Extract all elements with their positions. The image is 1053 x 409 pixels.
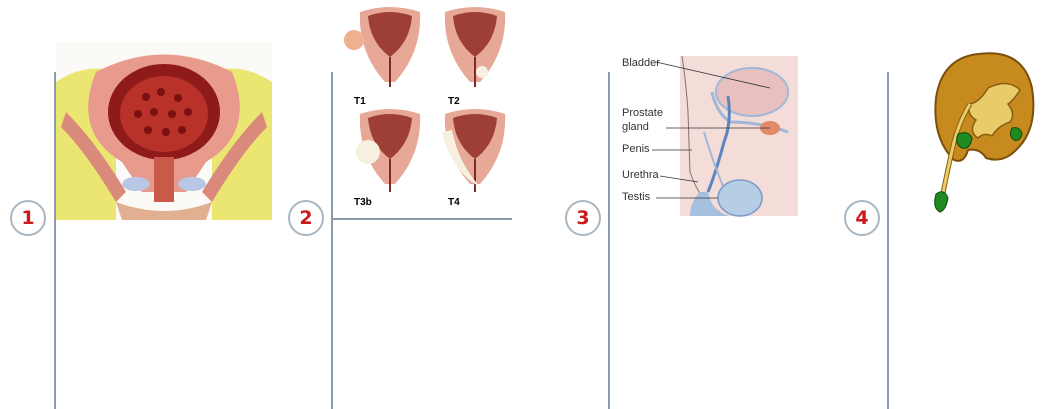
stage-label-t2: T2 [448,96,460,107]
divider-line-3 [608,72,610,409]
label-urethra: Urethra [622,169,660,181]
label-prostate-line2: gland [622,121,649,133]
step-badge-3: 3 [565,200,601,236]
divider-hline-2 [331,218,512,220]
divider-line-4 [887,72,889,409]
stage-label-t3b: T3b [354,197,372,208]
stage-label-t1: T1 [354,96,366,107]
step-badge-2: 2 [288,200,324,236]
label-penis: Penis [622,143,650,155]
step-number: 4 [855,207,868,229]
step-badge-1: 1 [10,200,46,236]
step-number: 3 [576,207,589,229]
bladder-cross-section-illustration [56,42,272,220]
kidney-illustration [928,48,1038,216]
stage-t3b-figure [356,109,420,192]
male-anatomy-diagram: Bladder Prostate gland Penis Urethra Tes… [620,52,800,218]
tumor-stage-illustration: T1 T2 T3b T4 [340,2,510,210]
label-testis: Testis [622,191,651,203]
step-number: 1 [21,207,34,229]
stage-t2-figure [445,7,505,87]
label-bladder: Bladder [622,57,660,69]
step-badge-4: 4 [844,200,880,236]
step-number: 2 [299,207,312,229]
divider-line-2 [331,72,333,409]
stage-t1-figure [344,7,420,87]
stage-label-t4: T4 [448,197,460,208]
stage-t4-figure [442,109,505,192]
label-prostate-line1: Prostate [622,107,663,119]
